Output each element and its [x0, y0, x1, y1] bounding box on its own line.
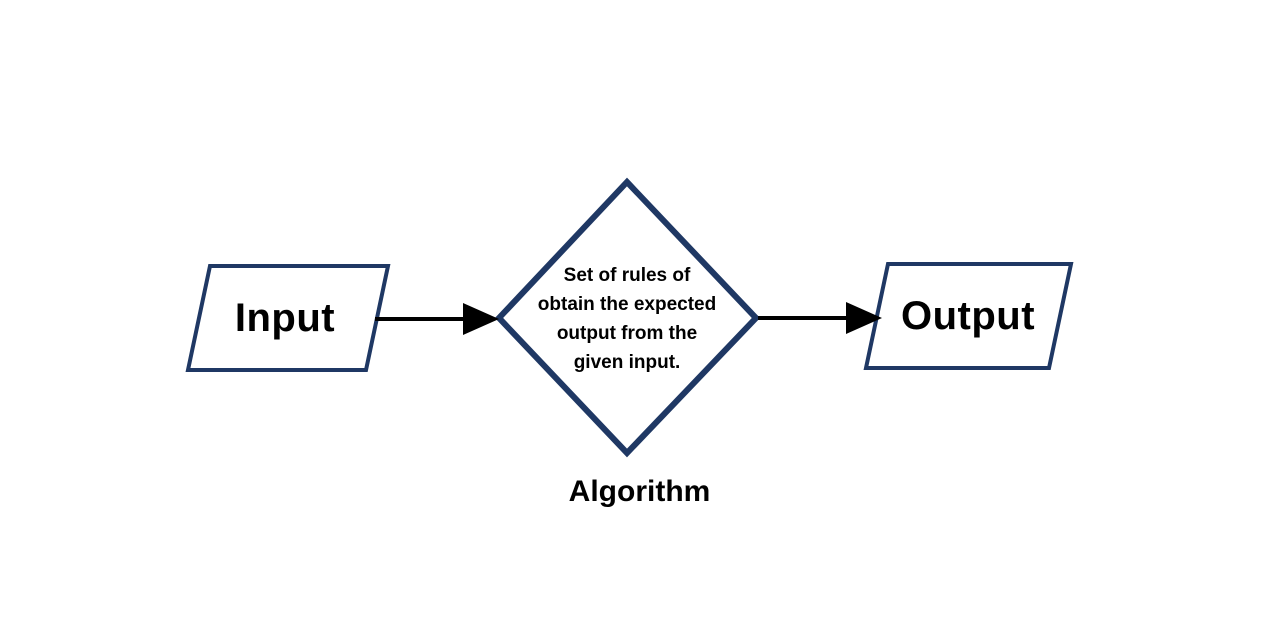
algorithm-node-label: Algorithm	[568, 475, 711, 508]
diamond-description-line: Set of rules of	[563, 265, 691, 286]
algorithm-diamond-description: Set of rules of obtain the expected outp…	[507, 261, 747, 377]
input-parallelogram-shape	[185, 264, 391, 372]
diamond-description-line: output from the	[556, 323, 698, 344]
output-node-label: Output	[900, 294, 1036, 338]
diamond-description-line: obtain the expected	[537, 294, 717, 315]
input-node-label: Input	[234, 296, 336, 340]
algorithm-diamond-shape	[494, 177, 761, 458]
diamond-description-line: given input.	[573, 352, 681, 373]
